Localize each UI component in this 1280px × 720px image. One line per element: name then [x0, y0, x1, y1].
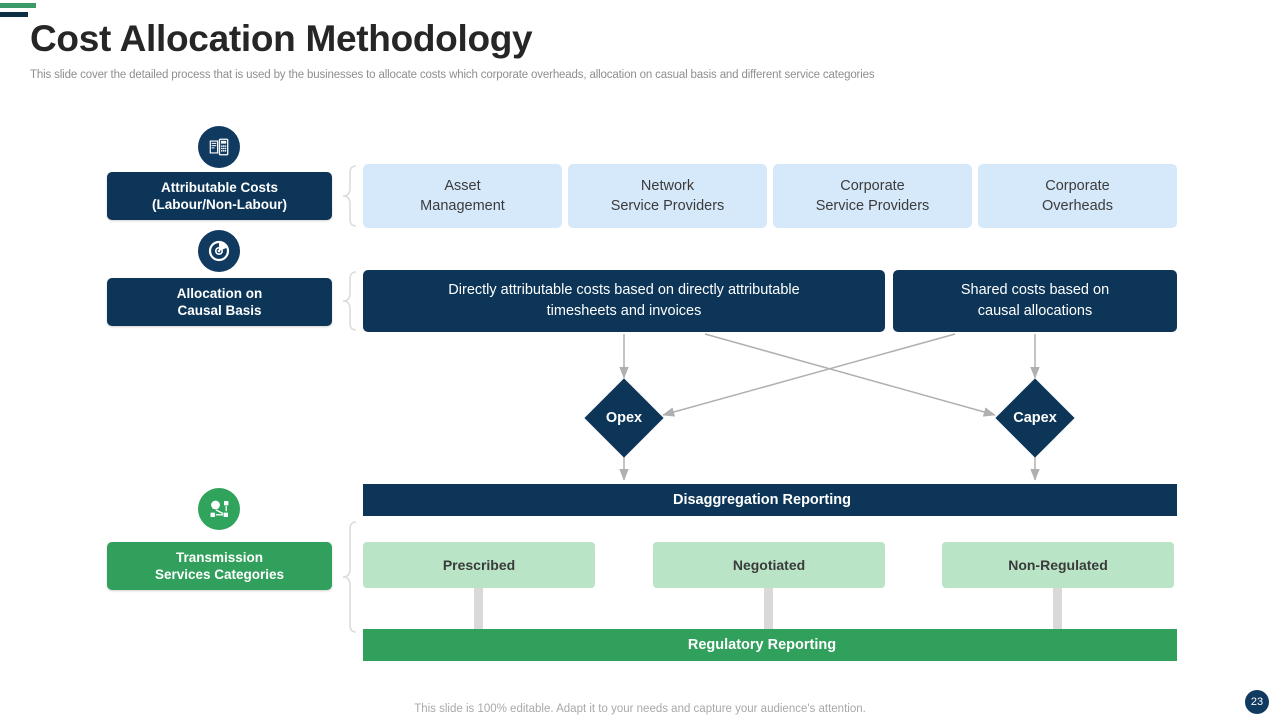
service-category-box-prescribed[interactable]: Prescribed: [363, 542, 595, 588]
box-line2: Management: [420, 198, 505, 214]
box-line1: Corporate: [1045, 178, 1110, 194]
diamond-opex[interactable]: Opex: [584, 378, 664, 458]
cost-category-box-network-service-providers[interactable]: Network Service Providers: [568, 164, 767, 228]
box-line2: causal allocations: [977, 303, 1093, 319]
connector-stem-non-regulated: [1053, 588, 1062, 630]
rail-label-line1: Transmission: [175, 550, 264, 565]
causal-basis-box-directly-attributable[interactable]: Directly attributable costs based on dir…: [363, 270, 885, 332]
network-distribution-icon: [198, 488, 240, 530]
service-category-box-non-regulated[interactable]: Non-Regulated: [942, 542, 1174, 588]
calculator-invoice-icon: [198, 126, 240, 168]
box-line1: Asset: [444, 178, 481, 194]
rail-label-allocation-causal-basis[interactable]: Allocation on Causal Basis: [107, 278, 332, 326]
rail-label-attributable-costs[interactable]: Attributable Costs (Labour/Non-Labour): [107, 172, 332, 220]
disaggregation-reporting-label: Disaggregation Reporting: [672, 492, 852, 508]
page-title: Cost Allocation Methodology: [30, 18, 533, 59]
page-number-badge: 23: [1245, 690, 1269, 714]
box-line1: Network: [640, 178, 695, 194]
box-label: Negotiated: [732, 557, 806, 573]
disaggregation-reporting-bar[interactable]: Disaggregation Reporting: [363, 484, 1177, 516]
connector-stem-negotiated: [764, 588, 773, 630]
regulatory-reporting-bar[interactable]: Regulatory Reporting: [363, 629, 1177, 661]
decorative-bar-navy: [0, 12, 28, 17]
service-category-box-negotiated[interactable]: Negotiated: [653, 542, 885, 588]
connector-stem-prescribed: [474, 588, 483, 630]
diamond-label: Opex: [605, 410, 643, 426]
box-label: Prescribed: [442, 557, 516, 573]
causal-basis-box-shared-costs[interactable]: Shared costs based on causal allocations: [893, 270, 1177, 332]
diamond-label: Capex: [1013, 410, 1057, 426]
rail-label-line2: Causal Basis: [177, 303, 262, 318]
box-line2: Service Providers: [815, 198, 930, 214]
rail-label-line2: Services Categories: [154, 567, 285, 582]
box-line1: Directly attributable costs based on dir…: [448, 282, 800, 298]
regulatory-reporting-label: Regulatory Reporting: [687, 637, 837, 653]
box-line1: Shared costs based on: [960, 282, 1110, 298]
rail-label-line2: (Labour/Non-Labour): [152, 197, 287, 212]
rail-label-line1: Allocation on: [176, 286, 263, 301]
pie-chart-allocation-icon: [198, 230, 240, 272]
cost-category-box-corporate-service-providers[interactable]: Corporate Service Providers: [773, 164, 972, 228]
diamond-capex[interactable]: Capex: [995, 378, 1075, 458]
footer-note: This slide is 100% editable. Adapt it to…: [414, 703, 866, 715]
rail-label-transmission-services-categories[interactable]: Transmission Services Categories: [107, 542, 332, 590]
cost-category-box-corporate-overheads[interactable]: Corporate Overheads: [978, 164, 1177, 228]
box-line2: Service Providers: [610, 198, 725, 214]
cost-category-box-asset-management[interactable]: Asset Management: [363, 164, 562, 228]
page-subtitle: This slide cover the detailed process th…: [30, 69, 875, 81]
box-line1: Corporate: [840, 178, 905, 194]
box-line2: timesheets and invoices: [546, 303, 702, 319]
box-label: Non-Regulated: [1008, 557, 1108, 573]
rail-label-line1: Attributable Costs: [160, 180, 278, 195]
decorative-bar-green: [0, 3, 36, 8]
box-line2: Overheads: [1042, 198, 1113, 214]
